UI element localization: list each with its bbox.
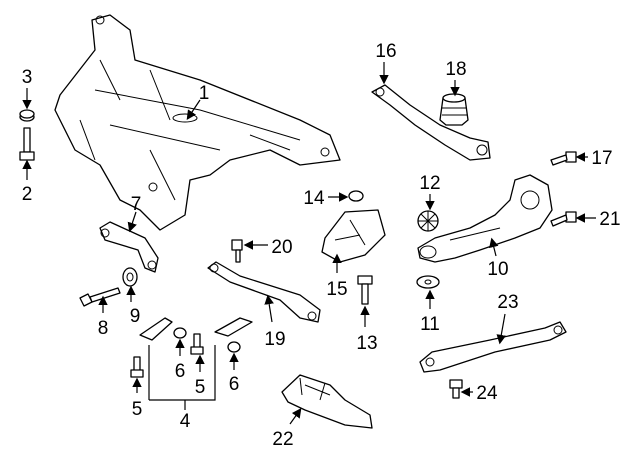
callout-13: 13: [356, 333, 377, 354]
callout-16: 16: [375, 41, 396, 62]
callout-numbers: 1 2 3 4 5 5 6 6 7 8 9 10 11 12 13 14 15 …: [22, 41, 621, 450]
callout-6b: 6: [229, 374, 240, 395]
bolt-8-part: [79, 287, 121, 307]
callout-3: 3: [22, 67, 33, 88]
washer-part: [19, 109, 35, 122]
crossmember-part: [54, 14, 341, 231]
nut-6-part: [173, 327, 241, 353]
bolt-13-part: [357, 275, 373, 305]
bump-stop-18-part: [439, 93, 469, 126]
callout-14: 14: [303, 188, 325, 209]
bushing-12-part: [417, 210, 439, 232]
washer-14-part: [348, 190, 364, 202]
callout-2: 2: [22, 184, 33, 205]
link-23-part: [419, 321, 567, 373]
callout-15: 15: [326, 279, 347, 300]
bolt-part: [19, 127, 35, 161]
callout-5a: 5: [132, 399, 143, 420]
callout-10: 10: [487, 259, 508, 280]
callout-20: 20: [271, 237, 292, 258]
callout-23: 23: [497, 292, 518, 313]
bolt-20-part: [231, 239, 243, 263]
upper-arm-16-part: [371, 84, 491, 161]
bracket-4-part: [139, 317, 253, 341]
callout-22: 22: [272, 429, 293, 450]
callout-7: 7: [131, 194, 142, 215]
bolt-21-part: [550, 211, 577, 227]
callout-19: 19: [264, 329, 285, 350]
callout-24: 24: [476, 383, 498, 404]
callout-4: 4: [180, 411, 191, 432]
guard-22-part: [281, 374, 373, 429]
callout-9: 9: [130, 306, 141, 327]
bolt-17-part: [550, 151, 577, 166]
callout-8: 8: [98, 318, 109, 339]
link-19-part: [207, 261, 321, 323]
knuckle-10-part: [417, 174, 553, 263]
callout-12: 12: [419, 173, 440, 194]
callout-18: 18: [445, 59, 466, 80]
callout-11: 11: [420, 314, 440, 335]
callout-21: 21: [599, 209, 620, 230]
callout-5b: 5: [195, 377, 206, 398]
callout-1: 1: [199, 83, 210, 104]
bolt-5-part: [130, 333, 204, 378]
lateral-link-part: [99, 221, 159, 273]
bushing-9-part: [122, 267, 138, 287]
callout-17: 17: [591, 148, 612, 169]
leader-lines: [22, 62, 596, 425]
bracket-15-part: [321, 209, 386, 263]
callout-6a: 6: [175, 361, 186, 382]
bolt-24-part: [449, 379, 463, 399]
washer-11-part: [416, 275, 440, 289]
